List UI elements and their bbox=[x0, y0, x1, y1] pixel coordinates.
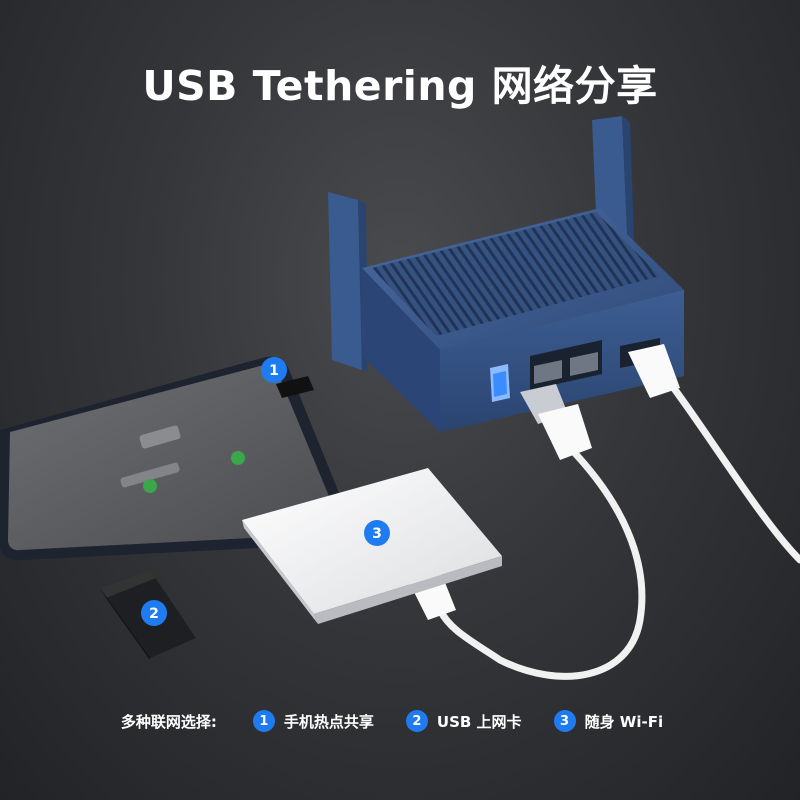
legend-number-2: 2 bbox=[405, 710, 428, 732]
legend-item-usb-card: 2 USB 上网卡 bbox=[405, 710, 522, 732]
legend: 多种联网选择: 1 手机热点共享 2 USB 上网卡 3 随身 Wi-Fi bbox=[0, 706, 800, 736]
travel-router-icon bbox=[328, 116, 684, 432]
badge-1: 1 bbox=[261, 357, 287, 383]
legend-item-hotspot: 1 手机热点共享 bbox=[252, 710, 374, 732]
legend-item-mifi: 3 随身 Wi-Fi bbox=[553, 710, 664, 732]
badge-2-number: 2 bbox=[149, 606, 159, 622]
legend-number-3: 3 bbox=[553, 710, 576, 732]
badge-3: 3 bbox=[364, 520, 390, 546]
page-title: USB Tethering 网络分享 bbox=[142, 62, 658, 110]
smartphone-icon bbox=[0, 356, 352, 561]
badge-1-number: 1 bbox=[269, 363, 279, 379]
badge-2: 2 bbox=[141, 600, 167, 626]
legend-label-3: 随身 Wi-Fi bbox=[584, 712, 664, 731]
legend-number-1: 1 bbox=[252, 710, 275, 732]
legend-lead: 多种联网选择: bbox=[120, 712, 217, 731]
legend-label-1: 手机热点共享 bbox=[283, 712, 374, 731]
badge-3-number: 3 bbox=[372, 526, 382, 542]
legend-label-2: USB 上网卡 bbox=[436, 712, 522, 731]
usb-cable-icon bbox=[436, 366, 800, 680]
